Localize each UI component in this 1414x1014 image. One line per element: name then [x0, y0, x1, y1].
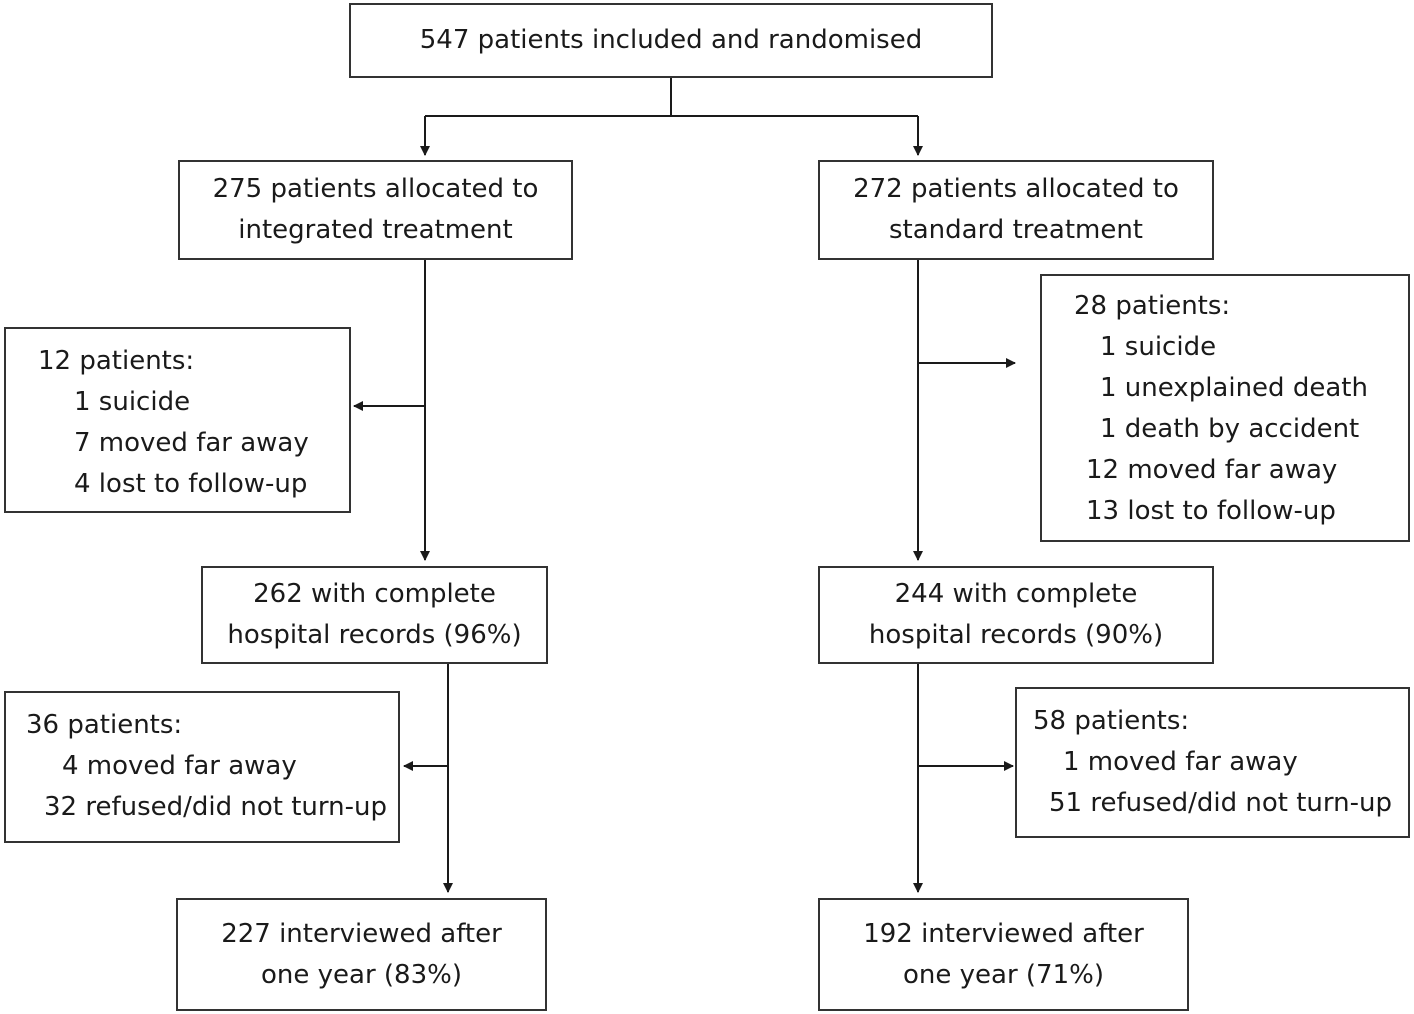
standard-records-box: 244 with complete hospital records (90%) — [818, 566, 1214, 664]
integrated-allocated-line1: 275 patients allocated to — [212, 174, 539, 204]
standard-records-line2: hospital records (90%) — [868, 620, 1164, 650]
integrated-dropout2-item: 4 moved far away — [62, 751, 297, 781]
integrated-dropout2-item: 32 refused/did not turn-up — [44, 792, 387, 822]
randomised-box: 547 patients included and randomised — [349, 3, 993, 78]
standard-dropout1-item: 1 unexplained death — [1100, 373, 1368, 403]
integrated-interviewed-line2: one year (83%) — [261, 959, 462, 990]
integrated-dropout1-header: 12 patients: — [38, 346, 195, 376]
standard-dropout2-item: 1 moved far away — [1063, 747, 1298, 777]
standard-dropout1-item: 1 suicide — [1100, 332, 1217, 362]
integrated-records-line2: hospital records (96%) — [227, 620, 522, 650]
standard-dropout1-item: 1 death by accident — [1100, 414, 1360, 444]
standard-records-line1: 244 with complete — [894, 579, 1138, 609]
standard-dropout2-header: 58 patients: — [1033, 706, 1190, 736]
randomised-text: 547 patients included and randomised — [419, 25, 923, 55]
integrated-records-box: 262 with complete hospital records (96%) — [201, 566, 548, 664]
standard-dropout1-box: 28 patients: 1 suicide 1 unexplained dea… — [1040, 274, 1410, 542]
integrated-dropout1-box: 12 patients: 1 suicide 7 moved far away … — [4, 327, 351, 513]
standard-allocated-box: 272 patients allocated to standard treat… — [818, 160, 1214, 260]
integrated-dropout1-item: 7 moved far away — [74, 428, 309, 458]
integrated-allocated-line2: integrated treatment — [238, 215, 513, 245]
standard-interviewed-line2: one year (71%) — [903, 959, 1104, 990]
standard-allocated-line1: 272 patients allocated to — [853, 174, 1179, 204]
integrated-dropout1-item: 4 lost to follow-up — [74, 469, 308, 499]
standard-dropout1-header: 28 patients: — [1074, 291, 1231, 321]
standard-interviewed-line1: 192 interviewed after — [863, 918, 1144, 949]
integrated-interviewed-line1: 227 interviewed after — [221, 918, 502, 949]
integrated-dropout1-item: 1 suicide — [74, 387, 191, 417]
standard-allocated-line2: standard treatment — [888, 215, 1144, 245]
integrated-dropout2-box: 36 patients: 4 moved far away 32 refused… — [4, 691, 400, 843]
integrated-interviewed-box: 227 interviewed after one year (83%) — [176, 898, 547, 1011]
integrated-dropout2-header: 36 patients: — [26, 710, 183, 740]
integrated-allocated-box: 275 patients allocated to integrated tre… — [178, 160, 573, 260]
integrated-records-line1: 262 with complete — [253, 579, 496, 609]
standard-interviewed-box: 192 interviewed after one year (71%) — [818, 898, 1189, 1011]
standard-dropout1-item: 13 lost to follow-up — [1086, 496, 1336, 526]
standard-dropout2-item: 51 refused/did not turn-up — [1049, 788, 1392, 818]
standard-dropout1-item: 12 moved far away — [1086, 455, 1338, 485]
standard-dropout2-box: 58 patients: 1 moved far away 51 refused… — [1015, 687, 1410, 838]
